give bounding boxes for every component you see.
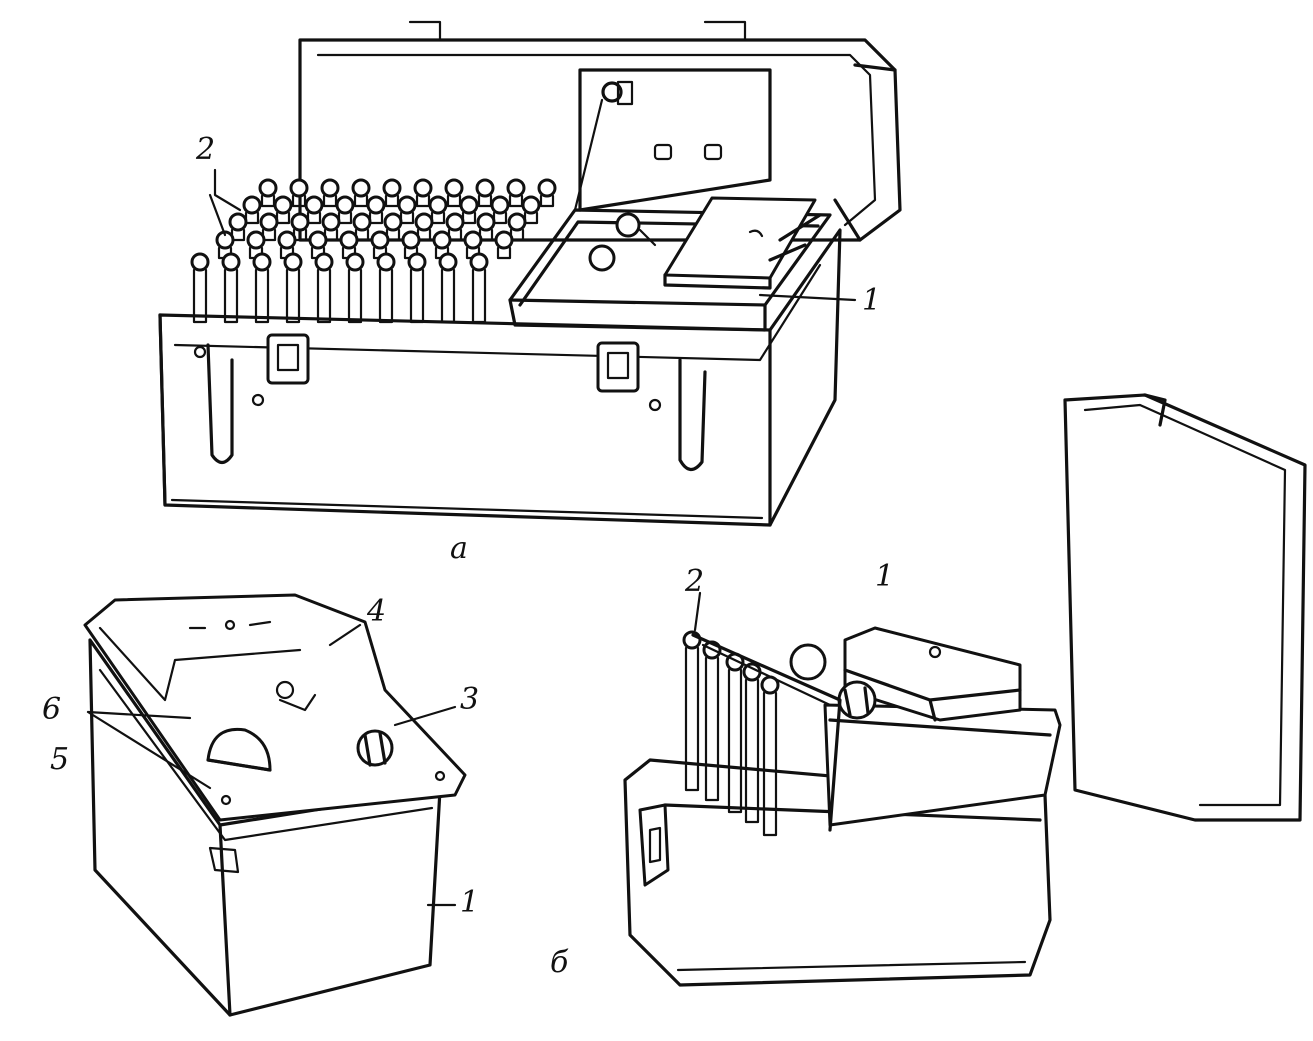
case-a-vial (258, 178, 278, 208)
case-a-vial (469, 252, 489, 324)
label-b-knob-right: 3 (460, 682, 480, 717)
case-a-vial (345, 252, 365, 324)
caption-a: а (450, 531, 468, 566)
case-a-vial (351, 178, 371, 208)
case-a-vial (521, 195, 541, 225)
case-a-vial (221, 252, 241, 324)
label-b-side-left: 5 (50, 742, 70, 777)
case-a-vial (397, 195, 417, 225)
case-a-body (158, 228, 842, 527)
case-a-vial (283, 252, 303, 324)
label-a-vials: 2 (196, 132, 216, 167)
case-a-vial (444, 178, 464, 208)
case-a-vial (506, 178, 526, 208)
case-a-vial (438, 252, 458, 324)
case-a-vial (366, 195, 386, 225)
case-a-vial (320, 178, 340, 208)
label-b-meter: 1 (875, 559, 895, 594)
case-a-vial (314, 252, 334, 324)
case-a-vial (190, 252, 210, 324)
case-a-vial (407, 252, 427, 324)
case-a-vial (490, 195, 510, 225)
case-a-vial (537, 178, 557, 208)
lid-instruction-plate (573, 68, 772, 212)
label-b-vials: 2 (685, 564, 705, 599)
label-b-top-lid: 4 (367, 594, 387, 629)
charger-unit-a (508, 196, 832, 332)
caption-b: б (550, 945, 569, 980)
label-b-body: 1 (460, 885, 480, 920)
case-a-vial (459, 195, 479, 225)
case-a-vial (494, 230, 514, 260)
label-a-meter: 1 (862, 283, 882, 318)
case-a-vial (382, 178, 402, 208)
case-a-vial (376, 252, 396, 324)
label-b-knob-left: 6 (42, 692, 62, 727)
case-a-vial (289, 178, 309, 208)
case-a-vial (321, 212, 341, 242)
vials-a-group (190, 178, 557, 324)
case-a-vial (252, 252, 272, 324)
case-a-vial (475, 178, 495, 208)
case-a-vial (413, 178, 433, 208)
case-a-vial (428, 195, 448, 225)
case-a-vial (507, 212, 527, 242)
